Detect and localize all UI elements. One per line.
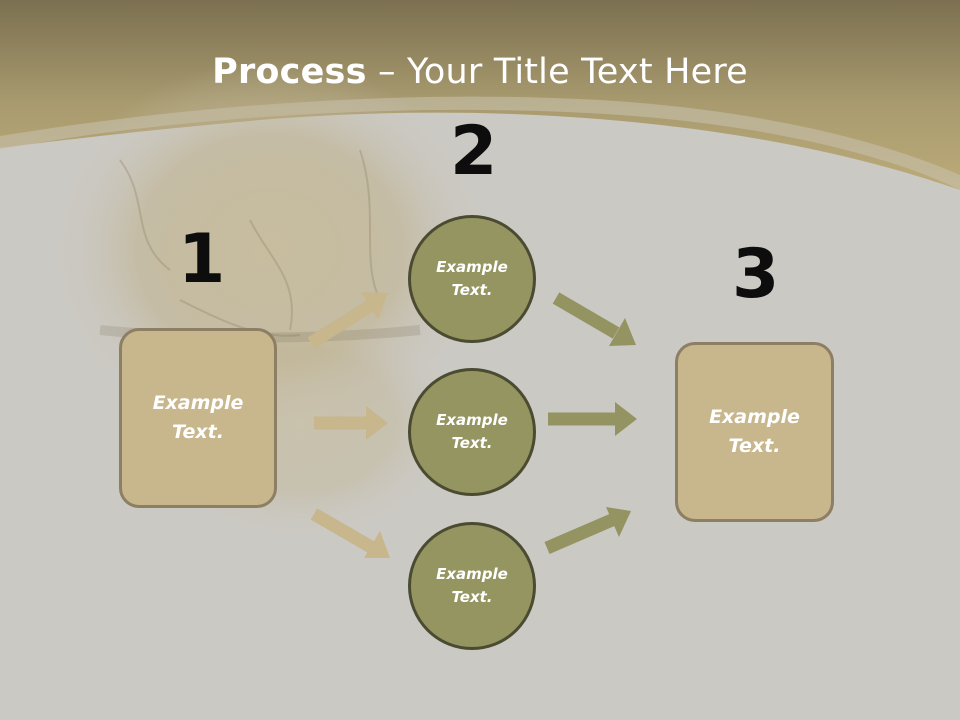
step-2-circle-top: Example Text. [408,215,536,343]
arrow-1-to-bottom [310,508,390,558]
step-2-circle-middle-text: Example Text. [436,411,508,452]
arrow-bottom-to-3 [544,507,631,554]
arrow-1-to-middle [314,406,388,440]
step-3-text: Example Text. [709,406,800,457]
step-1-box: Example Text. [119,328,277,508]
step-number-2: 2 [450,112,498,191]
arrow-top-to-3 [552,292,636,346]
title-rest: – Your Title Text Here [366,52,748,92]
title-bold: Process [212,52,367,92]
arrow-1-to-top [307,292,388,349]
step-number-3: 3 [732,235,780,314]
step-2-circle-middle: Example Text. [408,368,536,496]
step-1-text: Example Text. [152,392,244,443]
step-3-box: Example Text. [675,342,834,522]
step-number-1: 1 [178,220,226,299]
step-2-circle-bottom: Example Text. [408,522,536,650]
step-2-circle-bottom-text: Example Text. [436,565,508,606]
slide-title: Process – Your Title Text Here [0,52,960,92]
step-2-circle-top-text: Example Text. [436,258,508,299]
arrow-middle-to-3 [548,402,637,436]
